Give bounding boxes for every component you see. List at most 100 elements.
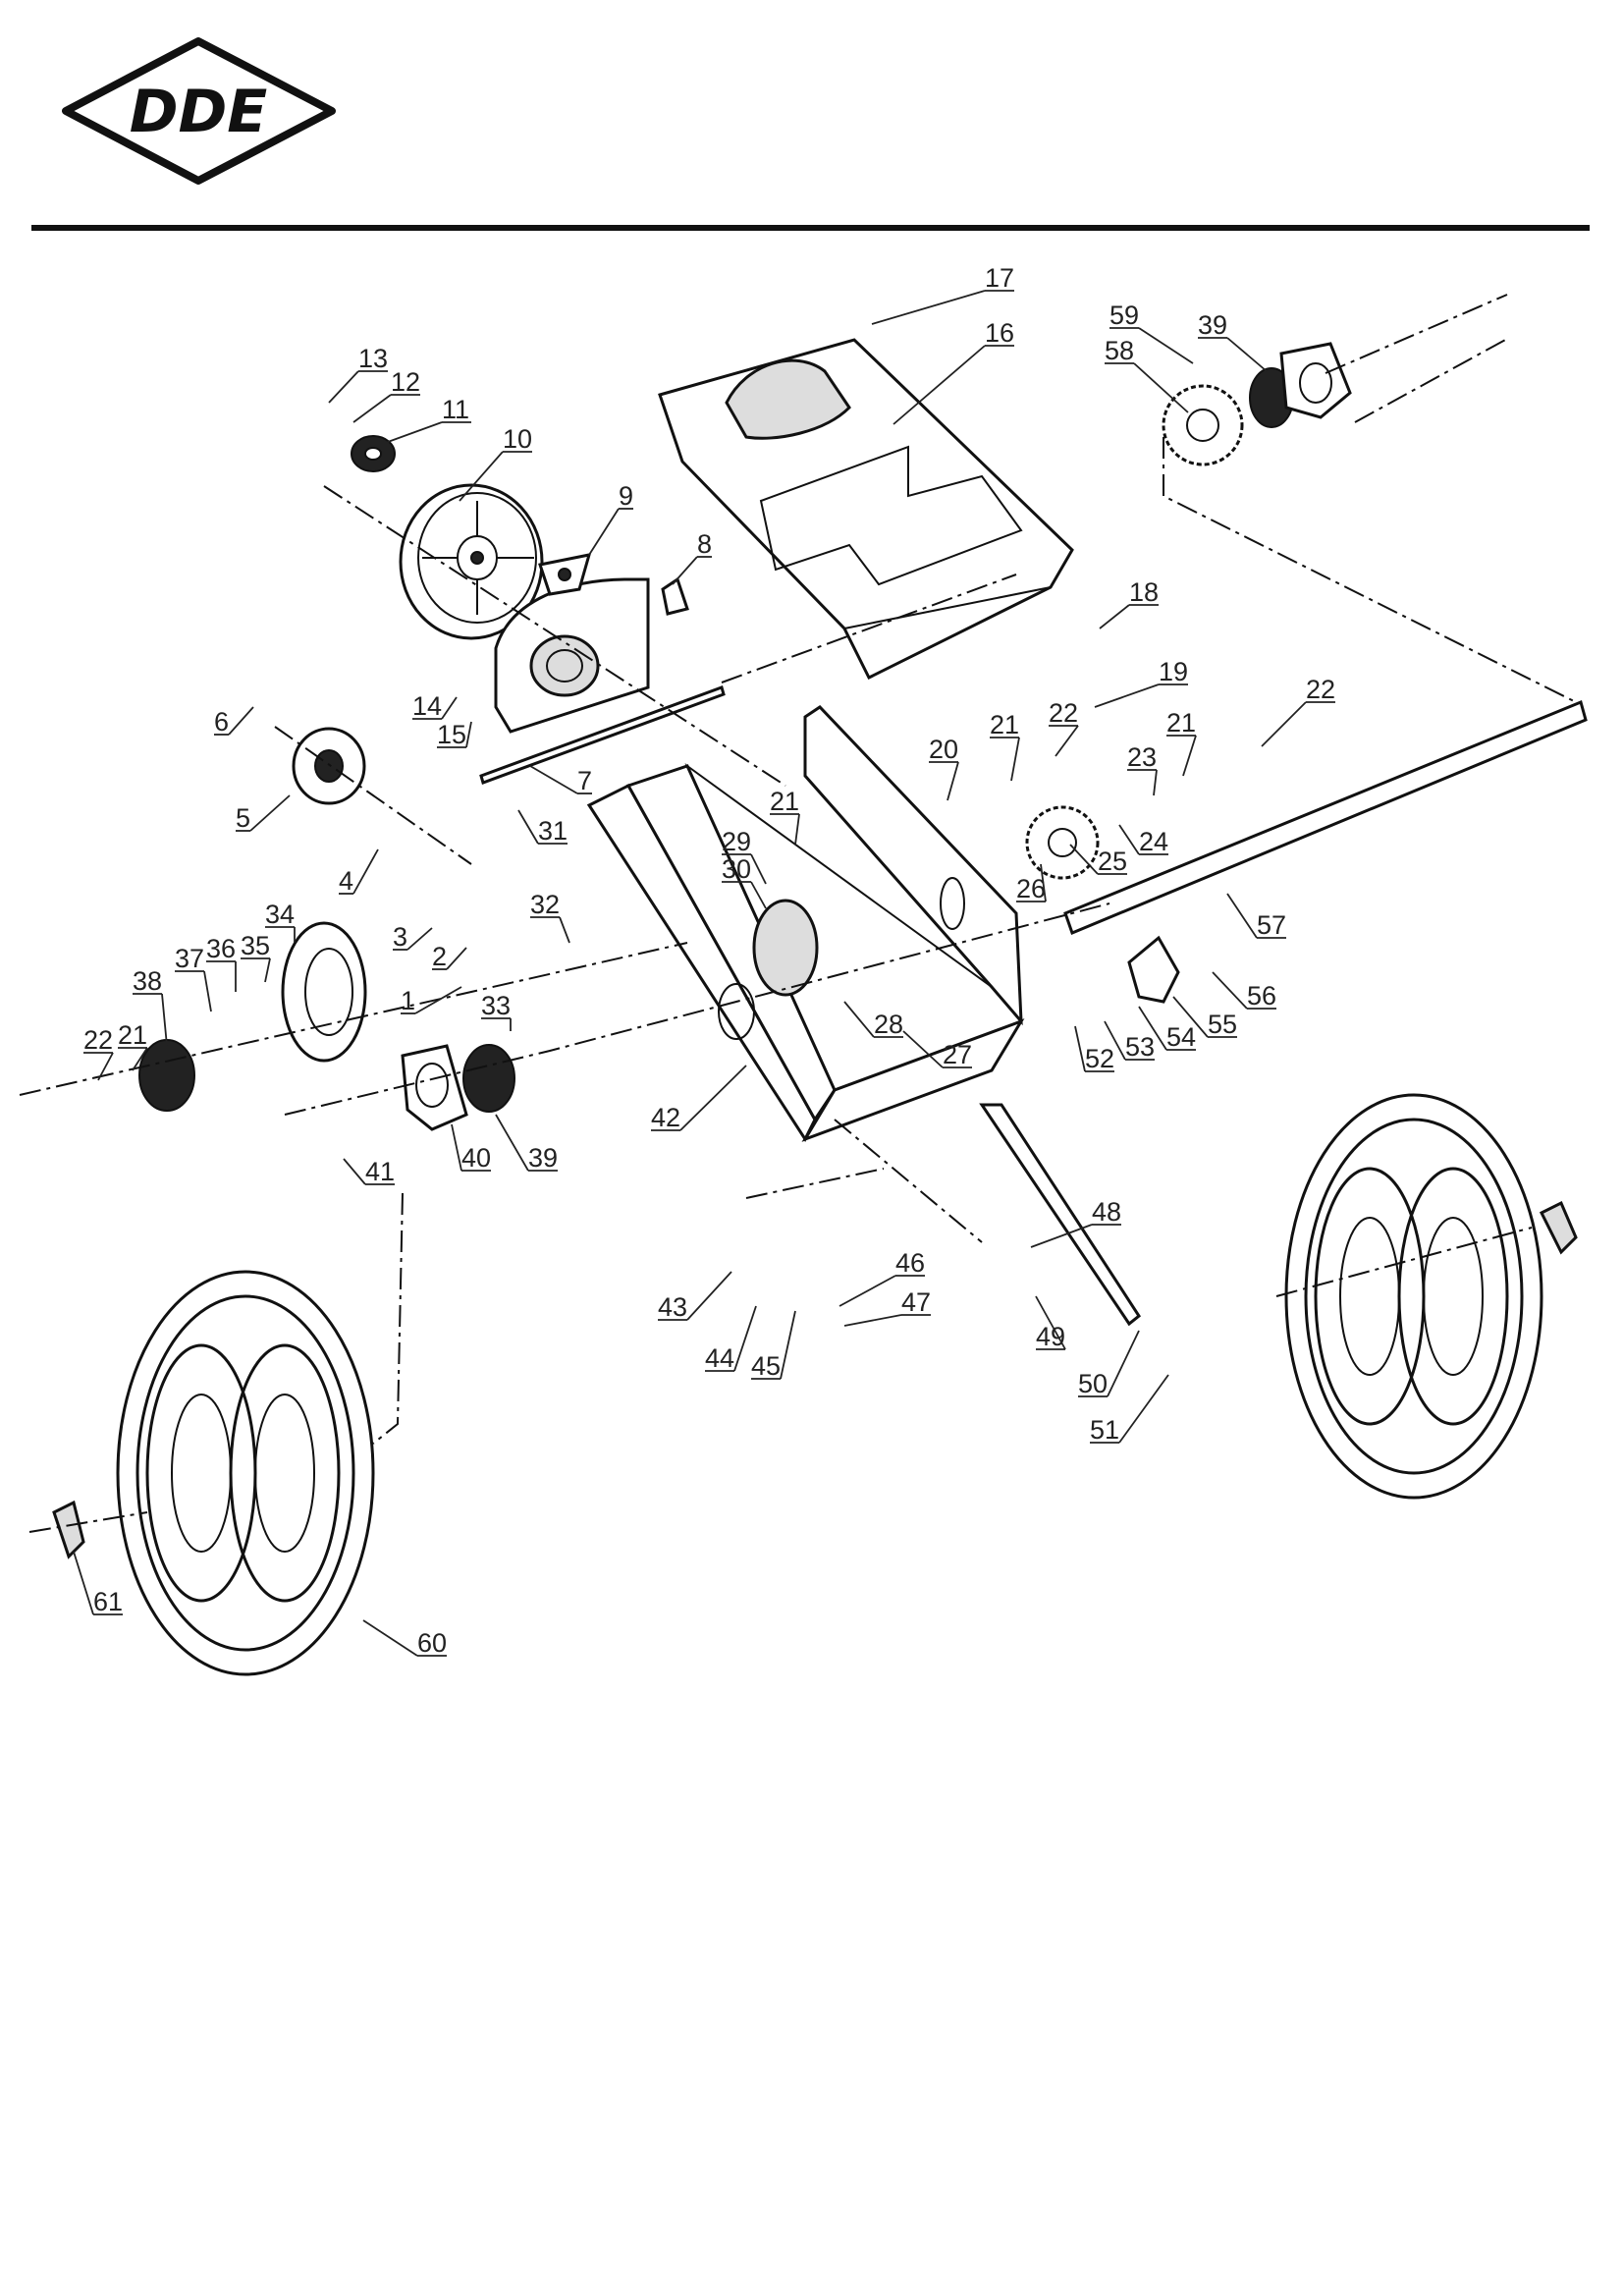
callout-21: 21 — [1166, 708, 1197, 777]
callout-label: 32 — [530, 890, 560, 919]
callout-39: 39 — [1198, 310, 1268, 372]
callout-12: 12 — [352, 367, 420, 423]
callout-leader — [352, 848, 379, 895]
callout-leader — [228, 706, 254, 736]
callout-label: 6 — [214, 707, 229, 737]
callout-leader — [843, 1001, 875, 1038]
callout-27: 27 — [902, 1030, 972, 1069]
callout-leader — [1172, 996, 1209, 1038]
callout-label: 8 — [697, 529, 712, 559]
callout-label: 56 — [1247, 981, 1276, 1011]
callout-55: 55 — [1172, 996, 1237, 1039]
callout-46: 46 — [839, 1248, 925, 1307]
callout-label: 9 — [619, 481, 633, 511]
callout-label: 59 — [1109, 301, 1139, 330]
callout-1: 1 — [401, 986, 462, 1015]
callout-leader — [1030, 1224, 1093, 1248]
callout-label: 7 — [577, 766, 592, 795]
bearing-bracket — [494, 553, 689, 734]
callout-label: 52 — [1085, 1044, 1114, 1073]
callout-leader — [672, 556, 698, 585]
callout-40: 40 — [451, 1123, 491, 1173]
callout-5: 5 — [236, 794, 291, 833]
callout-61: 61 — [73, 1551, 123, 1616]
callout-60: 60 — [362, 1619, 447, 1658]
callout-29: 29 — [722, 827, 767, 885]
callout-label: 21 — [770, 787, 799, 816]
callout-label: 2 — [432, 942, 447, 971]
callout-leader — [1212, 971, 1248, 1010]
callout-34: 34 — [265, 900, 296, 943]
callout-label: 58 — [1105, 336, 1134, 365]
callout-leader — [1138, 1006, 1167, 1051]
callout-leader — [1035, 1295, 1066, 1350]
callout-15: 15 — [437, 720, 472, 749]
callout-leader — [1118, 1374, 1169, 1444]
callout-label: 21 — [990, 710, 1019, 739]
callout-label: 20 — [929, 735, 958, 764]
callout-leader — [1074, 1025, 1086, 1072]
callout-label: 53 — [1125, 1032, 1155, 1062]
callout-label: 14 — [412, 691, 442, 721]
exploded-view-diagram: 1716593958131211109818192222212114156202… — [19, 263, 1588, 1676]
tire-right — [1284, 1093, 1543, 1500]
callout-label: 22 — [1306, 675, 1335, 704]
callout-label: 34 — [265, 900, 295, 929]
part-drawings — [19, 294, 1588, 1676]
callout-label: 35 — [241, 931, 270, 960]
bearing-lower — [462, 1044, 515, 1113]
callout-30: 30 — [722, 854, 767, 909]
callout-label: 28 — [874, 1010, 903, 1039]
callout-label: 49 — [1036, 1322, 1065, 1351]
callout-label: 39 — [528, 1143, 558, 1173]
callout-7: 7 — [529, 765, 592, 795]
callout-38: 38 — [133, 966, 168, 1047]
callout-21: 21 — [990, 710, 1020, 782]
gear-wheel — [1025, 805, 1100, 880]
callout-label: 33 — [481, 991, 511, 1020]
callout-leader — [679, 1065, 747, 1131]
callout-label: 31 — [538, 816, 568, 846]
bearing-left — [138, 1039, 195, 1112]
main-frame — [586, 705, 1025, 1143]
callout-leader — [1094, 683, 1160, 708]
callout-label: 24 — [1139, 827, 1168, 856]
callout-leader — [249, 794, 291, 832]
callout-leader — [1055, 725, 1079, 757]
callout-label: 48 — [1092, 1197, 1121, 1227]
callout-leader — [387, 421, 443, 443]
wheel-bracket — [1127, 935, 1180, 1004]
callout-leader — [1104, 1020, 1126, 1061]
callout-2: 2 — [432, 942, 467, 971]
callout-43: 43 — [658, 1271, 732, 1322]
wheel-cap-right — [1539, 1200, 1578, 1255]
callout-21: 21 — [770, 787, 800, 846]
callout-label: 38 — [133, 966, 162, 996]
callout-label: 21 — [118, 1020, 147, 1050]
callout-22: 22 — [83, 1025, 114, 1081]
callout-leader — [1153, 769, 1158, 796]
callout-leader — [132, 1047, 148, 1071]
callout-label: 15 — [437, 720, 466, 749]
callout-label: 1 — [401, 986, 415, 1015]
callout-leader — [406, 927, 433, 951]
callout-50: 50 — [1078, 1330, 1140, 1398]
callout-label: 22 — [1049, 698, 1078, 728]
callout-label: 36 — [206, 934, 236, 963]
callout-31: 31 — [517, 809, 568, 846]
callout-leader — [352, 394, 392, 423]
callout-52: 52 — [1074, 1025, 1114, 1073]
axle — [1063, 699, 1588, 935]
callout-label: 3 — [393, 922, 407, 952]
header-divider — [31, 225, 1590, 231]
callout-57: 57 — [1226, 893, 1286, 940]
callout-label: 21 — [1166, 708, 1196, 738]
callout-label: 54 — [1166, 1022, 1196, 1052]
callout-11: 11 — [387, 395, 471, 443]
callout-leader — [1133, 362, 1189, 413]
callout-label: 23 — [1127, 742, 1157, 772]
callout-label: 25 — [1098, 847, 1127, 876]
callout-leader — [328, 370, 359, 404]
callout-leader — [780, 1310, 796, 1380]
callout-label: 45 — [751, 1351, 781, 1381]
